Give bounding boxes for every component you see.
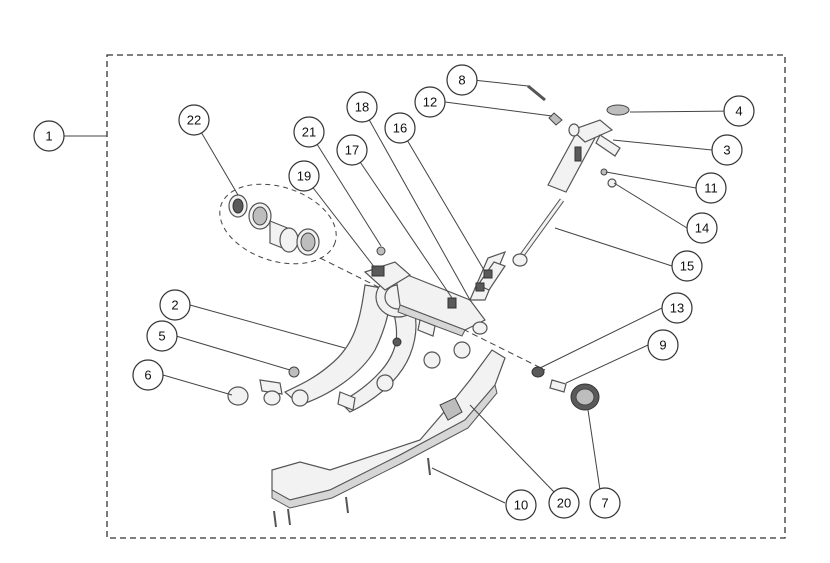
svg-text:10: 10 [514,498,528,513]
tee-fitting [527,84,630,193]
callout-19: 19 [288,160,320,192]
shaft-rod [512,198,565,267]
callout-12: 12 [414,86,446,118]
svg-text:9: 9 [659,338,666,353]
callout-11: 11 [695,172,727,204]
bearing-set [228,194,320,256]
callout-2: 2 [159,289,191,321]
svg-text:1: 1 [45,129,52,144]
svg-text:19: 19 [297,169,311,184]
callout-9: 9 [647,329,679,361]
svg-text:14: 14 [695,221,709,236]
svg-text:12: 12 [423,95,437,110]
callout-21: 21 [293,116,325,148]
base-rail [271,349,506,509]
callout-14: 14 [686,212,718,244]
svg-text:7: 7 [601,496,608,511]
svg-text:6: 6 [144,368,151,383]
svg-text:20: 20 [557,496,571,511]
svg-text:2: 2 [171,298,178,313]
svg-text:8: 8 [458,73,465,88]
svg-text:17: 17 [345,143,359,158]
callout-17: 17 [336,134,368,166]
svg-text:11: 11 [704,181,718,196]
callout-7: 7 [589,487,621,519]
svg-text:22: 22 [187,113,201,128]
callout-8: 8 [446,64,478,96]
svg-text:5: 5 [158,329,165,344]
svg-text:18: 18 [355,100,369,115]
bearing-group-outline [219,183,337,265]
main-frame [259,261,488,413]
assembly-boundary [106,54,786,539]
svg-text:15: 15 [680,259,694,274]
callout-6: 6 [132,359,164,391]
callout-20: 20 [548,487,580,519]
callout-4: 4 [723,95,755,127]
callout-13: 13 [661,292,693,324]
svg-text:16: 16 [393,121,407,136]
svg-text:3: 3 [723,143,730,158]
callout-22: 22 [178,104,210,136]
small-fasteners [227,246,600,528]
upright-tube [447,250,507,309]
callout-3: 3 [711,134,743,166]
callout-5: 5 [146,320,178,352]
svg-text:13: 13 [670,301,684,316]
callout-10: 10 [505,489,537,521]
callout-15: 15 [671,250,703,282]
svg-text:21: 21 [302,125,316,140]
callout-18: 18 [346,91,378,123]
callout-16: 16 [384,112,416,144]
svg-text:4: 4 [735,104,742,119]
callout-1: 1 [33,120,65,152]
